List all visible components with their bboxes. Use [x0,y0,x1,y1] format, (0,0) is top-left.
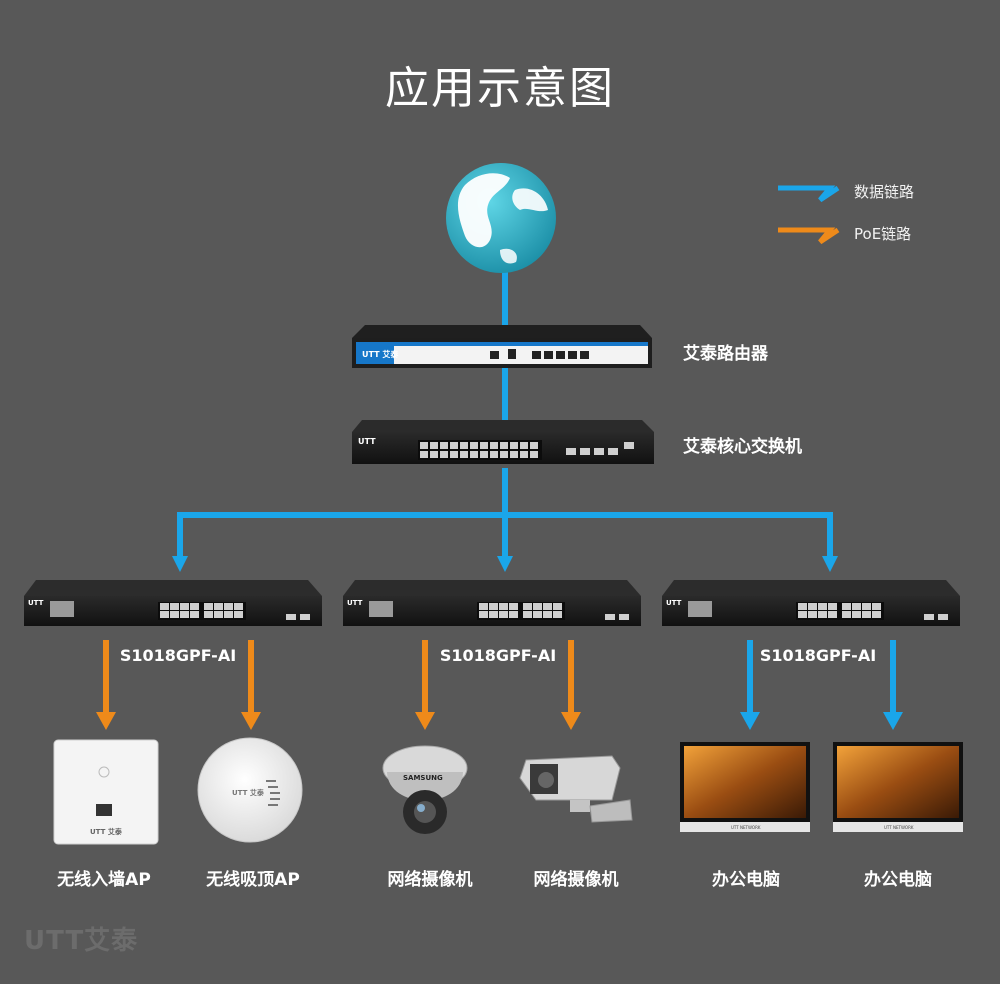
data-links [177,268,896,718]
monitor-2-brand: UTT NETWORK [884,825,914,830]
data-arrowheads [172,556,903,730]
access-switch-1-model: S1018GPF-AI [119,646,237,665]
ceiling-ap-icon: UTT 艾泰 [197,737,303,843]
monitor-icon-2: UTT NETWORK [833,742,963,832]
poe-arrowheads [96,712,581,730]
access-switch-1 [24,580,322,626]
access-switch-2 [343,580,641,626]
monitor-1-brand: UTT NETWORK [731,825,761,830]
core-switch-device: UTT [352,420,654,464]
router-device: UTT 艾泰 [352,325,652,368]
monitor-icon-1: UTT NETWORK [680,742,810,832]
core-switch-brand: UTT [358,437,376,446]
endpoint-label-dome-camera: 网络摄像机 [387,870,473,890]
endpoint-label-ceiling-ap: 无线吸顶AP [206,870,300,890]
endpoint-label-wall-ap: 无线入墙AP [57,870,151,890]
dome-camera-brand: SAMSUNG [403,774,443,782]
wall-ap-icon: UTT 艾泰 [53,739,159,845]
legend-data-label: 数据链路 [854,183,915,201]
endpoint-label-bullet-camera: 网络摄像机 [533,870,619,890]
dome-camera-icon: SAMSUNG [382,745,468,834]
legend-poe-label: PoE链路 [854,225,912,243]
diagram-title: 应用示意图 [385,63,615,114]
bullet-camera-icon [519,755,633,823]
legend-poe-arrow [778,227,840,245]
access-switch-3-brand: UTT [666,599,682,607]
router-brand: UTT 艾泰 [362,349,399,359]
access-switch-2-model: S1018GPF-AI [439,646,557,665]
wall-ap-brand: UTT 艾泰 [90,827,123,836]
endpoint-label-pc-2: 办公电脑 [864,870,932,890]
legend-data-arrow [778,185,840,203]
core-switch-label: 艾泰核心交换机 [683,437,802,457]
access-switch-3 [662,580,960,626]
poe-links [103,640,574,718]
ceiling-ap-brand: UTT 艾泰 [232,788,265,797]
brand-watermark: UTT艾泰 [24,926,139,956]
access-switch-2-brand: UTT [347,599,363,607]
router-label: 艾泰路由器 [683,344,768,364]
endpoint-label-pc-1: 办公电脑 [712,870,780,890]
access-switch-1-brand: UTT [28,599,44,607]
internet-globe-icon [446,163,556,273]
access-switch-3-model: S1018GPF-AI [759,646,877,665]
